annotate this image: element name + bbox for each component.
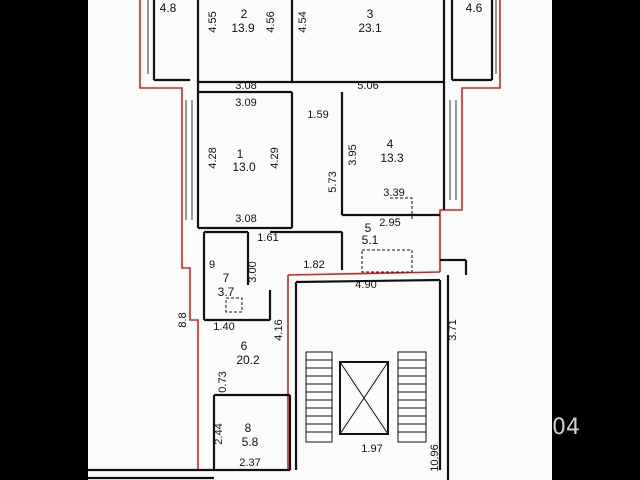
apartment-outline <box>139 0 501 471</box>
dim: 2.44 <box>213 423 225 444</box>
dim: 3.71 <box>447 319 459 340</box>
dimension-labels: 4.55 4.56 4.54 3.08 3.09 5.06 1.59 4.28 … <box>177 11 459 471</box>
dim: 4.56 <box>265 11 277 32</box>
room-8-id: 8 <box>245 421 252 435</box>
dim: 3.00 <box>247 261 259 282</box>
room-6-id: 6 <box>241 339 248 353</box>
dim: 1.97 <box>361 443 382 455</box>
walls <box>88 0 494 480</box>
room-8-area: 5.8 <box>242 435 259 449</box>
room-6-area: 20.2 <box>236 353 260 367</box>
room-3-id: 3 <box>367 7 374 21</box>
room-7-area: 3.7 <box>218 285 235 299</box>
small-label-9: 9 <box>209 259 215 271</box>
room-3-area: 23.1 <box>358 21 382 35</box>
room-1-id: 1 <box>237 147 244 161</box>
dim: 4.90 <box>355 279 376 291</box>
dim: 1.82 <box>303 259 324 271</box>
dim: 3.95 <box>347 144 359 165</box>
dim: 5.73 <box>327 171 339 192</box>
dim: 4.54 <box>297 11 309 32</box>
balcony-left-area: 4.8 <box>160 1 177 15</box>
windows <box>147 0 497 220</box>
dim: 3.09 <box>235 97 256 109</box>
room-4-area: 13.3 <box>380 151 404 165</box>
fixtures <box>225 197 413 313</box>
dim: 3.08 <box>235 213 256 225</box>
staircase <box>305 351 427 443</box>
dim: 4.29 <box>269 147 281 168</box>
dim: 4.55 <box>207 11 219 32</box>
dim: 10.96 <box>429 444 441 472</box>
room-2-id: 2 <box>241 7 248 21</box>
room-5-id: 5 <box>365 221 372 235</box>
dim: 1.40 <box>213 321 234 333</box>
dim: 5.06 <box>357 80 378 92</box>
dim: 4.16 <box>273 319 285 340</box>
dim: 3.08 <box>235 80 256 92</box>
room-5-area: 5.1 <box>362 233 379 247</box>
dim: 2.37 <box>239 457 260 469</box>
balcony-right-area: 4.6 <box>466 1 483 15</box>
dim: 1.59 <box>307 109 328 121</box>
room-labels: 1 13.0 2 13.9 3 23.1 4 13.3 5 5.1 6 20.2… <box>160 1 483 449</box>
watermark-text: 04 <box>552 415 580 440</box>
dim: 4.28 <box>207 147 219 168</box>
room-7-id: 7 <box>223 271 230 285</box>
room-4-id: 4 <box>387 137 394 151</box>
room-1-area: 13.0 <box>232 160 256 174</box>
room-2-area: 13.9 <box>231 21 255 35</box>
dim: 2.95 <box>379 217 400 229</box>
dim: 1.61 <box>257 232 278 244</box>
dim: 3.39 <box>383 187 404 199</box>
dim: 0.73 <box>217 371 229 392</box>
dim: 8.8 <box>177 312 189 327</box>
